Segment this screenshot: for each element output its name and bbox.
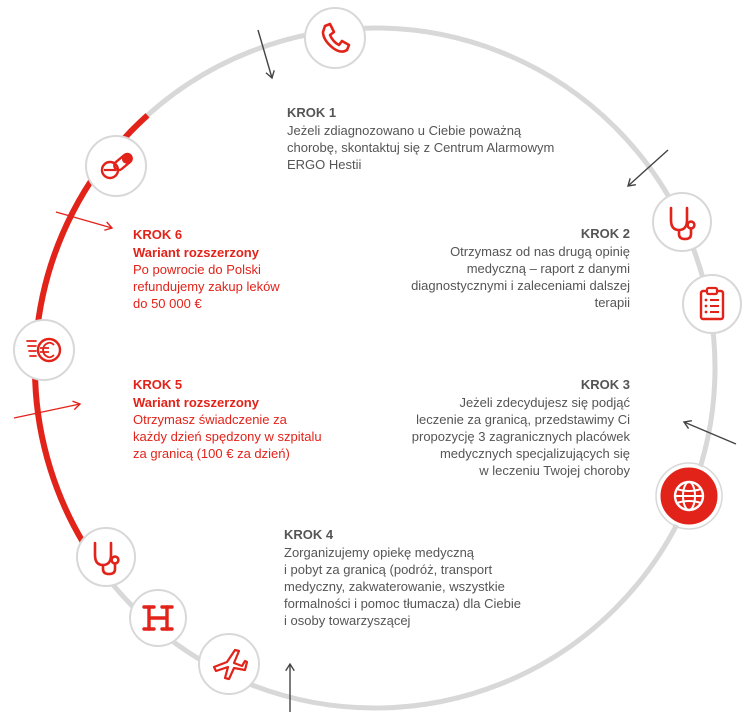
step-3-line-5: w leczeniu Twojej choroby <box>479 463 630 478</box>
step-5-line-3: za granicą (100 € za dzień) <box>133 446 290 461</box>
step-5-line-2: każdy dzień spędzony w szpitalu <box>133 429 322 444</box>
phone-icon <box>304 7 366 69</box>
globe-icon <box>655 462 723 530</box>
airplane-icon <box>198 633 260 695</box>
step-3-line-2: leczenie za granicą, przedstawimy Ci <box>416 412 630 427</box>
step-1-title: KROK 1 <box>287 105 337 120</box>
arrow-step-1 <box>257 29 275 80</box>
step-5-subtitle: Wariant rozszerzony <box>133 395 259 410</box>
step-1: KROK 1 Jeżeli zdiagnozowano u Ciebie pow… <box>287 104 587 173</box>
pills-icon <box>85 135 147 197</box>
step-3-title: KROK 3 <box>580 377 630 392</box>
step-2-line-1: Otrzymasz od nas drugą opinię <box>450 244 630 259</box>
step-5-line-1: Otrzymasz świadczenie za <box>133 412 287 427</box>
hospital-icon <box>129 589 187 647</box>
step-6-title: KROK 6 <box>133 227 183 242</box>
step-3: KROK 3 Jeżeli zdecydujesz się podjąć lec… <box>360 376 630 479</box>
step-2-line-3: diagnostycznymi i zaleceniami dalszej <box>411 278 630 293</box>
step-5-title: KROK 5 <box>133 377 183 392</box>
arrow-step-4 <box>285 662 295 712</box>
arrow-step-6 <box>55 211 114 231</box>
step-6-line-2: refundujemy zakup leków <box>133 279 280 294</box>
step-1-line-2: chorobę, skontaktuj się z Centrum Alarmo… <box>287 140 555 155</box>
step-1-line-1: Jeżeli zdiagnozowano u Ciebie poważną <box>287 123 522 138</box>
euro-coin-icon <box>13 319 75 381</box>
step-arrows <box>13 29 737 712</box>
stethoscope-icon <box>652 192 712 252</box>
step-3-line-3: propozycję 3 zagranicznych placówek <box>411 429 630 444</box>
arrow-step-2 <box>627 149 669 187</box>
step-2-title: KROK 2 <box>580 226 630 241</box>
arrow-step-5 <box>13 400 82 419</box>
step-3-line-4: medycznych specjalizujących się <box>439 446 630 461</box>
step-6-line-1: Po powrocie do Polski <box>133 262 261 277</box>
step-4: KROK 4 Zorganizujemy opiekę medyczną i p… <box>284 526 574 629</box>
step-6-subtitle: Wariant rozszerzony <box>133 245 259 260</box>
step-4-line-2: i pobyt za granicą (podróż, transport <box>284 562 493 577</box>
step-6-line-3: do 50 000 € <box>133 296 202 311</box>
step-5: KROK 5 Wariant rozszerzony Otrzymasz świ… <box>133 376 363 462</box>
step-4-line-3: medyczny, zakwaterowanie, wszystkie <box>284 579 505 594</box>
stethoscope-icon-2 <box>76 527 136 587</box>
icon-badges <box>13 7 742 695</box>
step-2: KROK 2 Otrzymasz od nas drugą opinię med… <box>380 225 630 311</box>
step-1-line-3: ERGO Hestii <box>287 157 362 172</box>
step-2-line-2: medyczną – raport z danymi <box>466 261 630 276</box>
step-4-line-5: i osoby towarzyszącej <box>284 613 411 628</box>
step-4-title: KROK 4 <box>284 527 334 542</box>
step-4-line-4: formalności i pomoc tłumacza) dla Ciebie <box>284 596 521 611</box>
clipboard-icon <box>682 274 742 334</box>
step-2-line-4: terapii <box>594 295 630 310</box>
step-4-line-1: Zorganizujemy opiekę medyczną <box>284 545 475 560</box>
step-6: KROK 6 Wariant rozszerzony Po powrocie d… <box>133 226 333 312</box>
arrow-step-3 <box>682 419 737 445</box>
step-3-line-1: Jeżeli zdecydujesz się podjąć <box>459 395 630 410</box>
